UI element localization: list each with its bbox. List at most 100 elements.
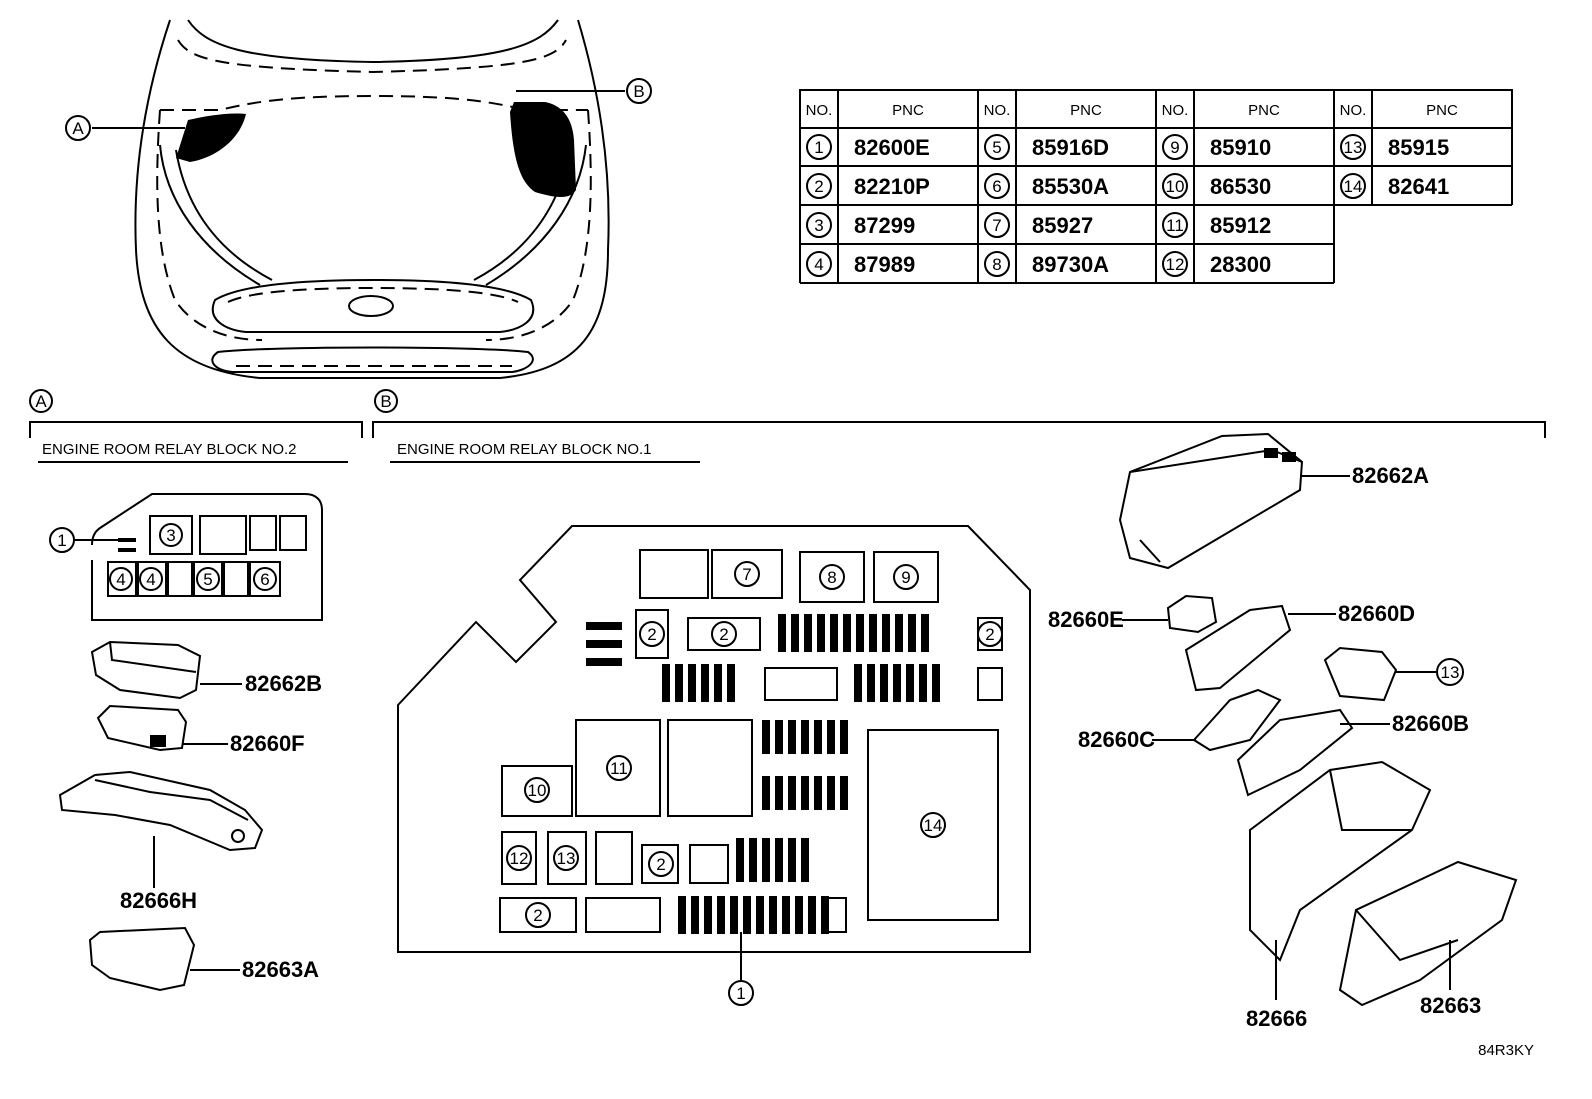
- fuse: [814, 720, 822, 754]
- table-row-no: 10: [1166, 177, 1185, 196]
- table-row-pnc: 82600E: [854, 135, 930, 160]
- no2-slot-label-circle: [109, 567, 133, 591]
- car-top-view: [134, 19, 610, 379]
- fuse: [804, 614, 812, 652]
- table-row-no: 7: [992, 216, 1001, 235]
- no1-slot-label-circle: [606, 755, 632, 781]
- no1-callout-1-circle: [728, 980, 754, 1006]
- table-row-no-circle: [1340, 134, 1366, 160]
- fuse: [678, 896, 686, 934]
- fuse: [778, 614, 786, 652]
- table-row-pnc: 85916D: [1032, 135, 1109, 160]
- table-row-no-circle: [1162, 173, 1188, 199]
- fuse: [762, 720, 770, 754]
- table-row-no-circle: [806, 212, 832, 238]
- no2-slot-label: 3: [166, 526, 175, 545]
- fuse: [795, 896, 803, 934]
- fuse: [882, 614, 890, 652]
- no1-slot-label: 8: [827, 568, 836, 587]
- table-row-pnc: 85927: [1032, 213, 1093, 238]
- no2-slot-label: 6: [260, 570, 269, 589]
- fuse: [830, 614, 838, 652]
- table-header-no: NO.: [806, 102, 833, 119]
- table-row-pnc: 85912: [1210, 213, 1271, 238]
- fuse: [762, 838, 770, 882]
- fuse: [788, 776, 796, 810]
- callout-13: 13: [1441, 663, 1460, 682]
- table-row-no: 1: [814, 138, 823, 157]
- table-row-no-circle: [806, 251, 832, 277]
- section-b-title: ENGINE ROOM RELAY BLOCK NO.1: [397, 441, 652, 458]
- no1-slot-label: 7: [742, 565, 751, 584]
- fuse: [840, 776, 848, 810]
- fuse: [775, 776, 783, 810]
- table-row-no-circle: [1162, 134, 1188, 160]
- fuse: [586, 622, 622, 630]
- table-row-no: 6: [992, 177, 1001, 196]
- table-row-no-circle: [984, 251, 1010, 277]
- part-82666: 82666: [1246, 1006, 1307, 1031]
- table-row-no-circle: [984, 173, 1010, 199]
- no1-slot-label: 10: [528, 781, 547, 800]
- no1-slot-label: 2: [719, 625, 728, 644]
- part-82660B: 82660B: [1392, 711, 1469, 736]
- table-row-pnc: 87299: [854, 213, 915, 238]
- no1-slot-label-circle: [893, 564, 919, 590]
- no1-slot-label-circle: [920, 812, 946, 838]
- part-82662B: 82662B: [245, 671, 322, 696]
- relay-block-no2-location: [176, 113, 246, 162]
- fuse: [714, 664, 722, 702]
- fuse: [893, 664, 901, 702]
- fuse: [801, 720, 809, 754]
- no2-slot-label-circle: [253, 567, 277, 591]
- fuse: [801, 838, 809, 882]
- part-82660C: 82660C: [1078, 727, 1155, 752]
- no2-callout-1-circle: [49, 527, 75, 553]
- no1-slot-label-circle: [524, 777, 550, 803]
- no2-slot-label-circle: [139, 567, 163, 591]
- table-row-no-circle: [1162, 212, 1188, 238]
- section-b-marker: [374, 389, 398, 413]
- table-header-pnc: PNC: [1248, 102, 1280, 119]
- no2-slot-label: 5: [203, 570, 212, 589]
- table-row-pnc: 85530A: [1032, 174, 1109, 199]
- fuse: [801, 776, 809, 810]
- table-header-pnc: PNC: [1070, 102, 1102, 119]
- fuse: [814, 776, 822, 810]
- table-row-no-circle: [984, 212, 1010, 238]
- part-82662A: 82662A: [1352, 463, 1429, 488]
- relay-block-no1-location: [510, 102, 576, 197]
- no1-slot-label-circle: [819, 564, 845, 590]
- no1-slot-label: 2: [656, 855, 665, 874]
- table-row-pnc: 85910: [1210, 135, 1271, 160]
- no1-slot-label: 11: [610, 759, 628, 778]
- table-row-no: 13: [1344, 138, 1363, 157]
- no1-slot-label: 14: [924, 816, 943, 835]
- part-82663: 82663: [1420, 993, 1481, 1018]
- fuse: [717, 896, 725, 934]
- no2-callout-1: 1: [57, 531, 66, 550]
- callout-b-label: B: [633, 82, 644, 101]
- fuse: [688, 664, 696, 702]
- no1-slot-label: 9: [901, 568, 910, 587]
- fuse: [908, 614, 916, 652]
- table-row-no: 8: [992, 255, 1001, 274]
- callout-a-label: A: [72, 119, 84, 138]
- no1-slot-label-circle: [977, 621, 1003, 647]
- section-a-marker-label: A: [35, 392, 47, 411]
- no1-slot-label-circle: [711, 621, 737, 647]
- fuse: [880, 664, 888, 702]
- fuse: [843, 614, 851, 652]
- fuse: [906, 664, 914, 702]
- relay-block-no2-layout: [91, 493, 323, 621]
- section-a-marker: [29, 389, 53, 413]
- callout-a-circle: [65, 115, 91, 141]
- fuse: [788, 720, 796, 754]
- no2-slot-label-circle: [159, 523, 183, 547]
- table-row-no: 14: [1344, 177, 1363, 196]
- no1-slot-label-circle: [734, 561, 760, 587]
- no1-slot-label: 2: [985, 625, 994, 644]
